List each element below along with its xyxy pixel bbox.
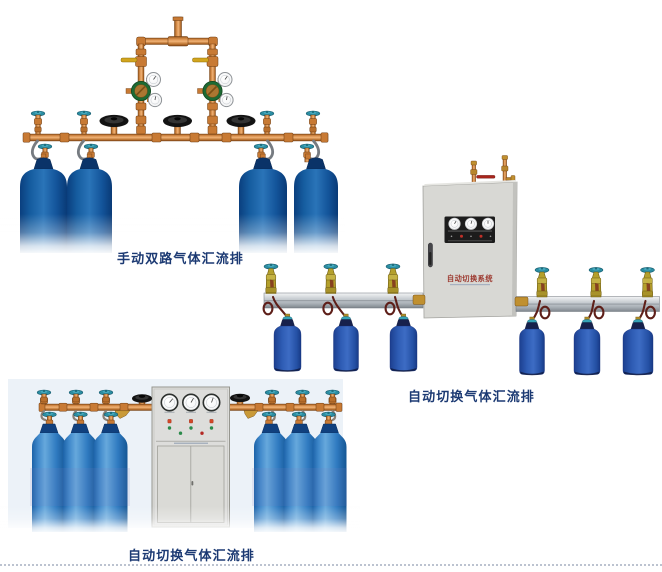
svg-text:自动切换系统: 自动切换系统 (447, 274, 493, 283)
